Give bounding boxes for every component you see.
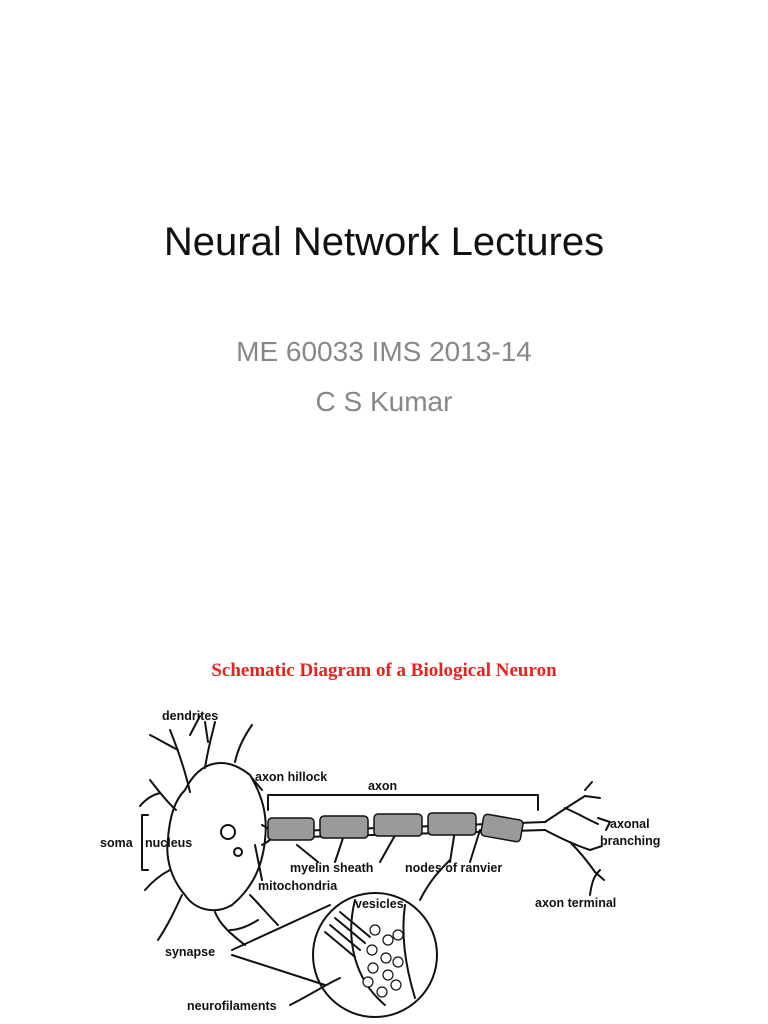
dendrite [149, 729, 191, 793]
diagram-title: Schematic Diagram of a Biological Neuron [211, 660, 557, 681]
label-mitochondria: mitochondria [258, 879, 338, 893]
label-axon-hillock: axon hillock [255, 770, 327, 784]
label-synapse: synapse [165, 945, 215, 959]
synapse-detail [312, 892, 438, 1018]
label-neurofilaments: neurofilaments [187, 999, 277, 1013]
label-branching: branching [600, 834, 660, 848]
dendrite [214, 911, 259, 946]
label-soma: soma [100, 836, 134, 850]
axonal-branching [544, 795, 599, 873]
myelin-segment [267, 817, 315, 841]
slide-title: Neural Network Lectures [163, 220, 605, 264]
course-code: ME 60033 IMS 2013-14 [236, 336, 532, 367]
myelin-segment [319, 815, 369, 839]
neurofilaments [324, 911, 371, 958]
myelin-segment [427, 812, 477, 836]
dendrite [249, 894, 279, 926]
axon-terminal [584, 781, 611, 881]
label-myelin-sheath: myelin sheath [290, 861, 373, 875]
label-dendrites: dendrites [162, 709, 218, 723]
myelin-segment [373, 813, 423, 837]
label-axon: axon [368, 779, 397, 793]
label-nucleus: nucleus [145, 836, 192, 850]
soma-body [166, 762, 267, 912]
author-name: C S Kumar [315, 386, 453, 417]
label-nodes-of-ranvier: nodes of ranvier [405, 861, 502, 875]
axon-bracket [267, 794, 539, 811]
dendrite [144, 869, 171, 891]
myelin-segment [480, 813, 524, 843]
neuron-diagram: dendrites axon hillock axon soma nucleus… [100, 709, 660, 1018]
dendrite [234, 724, 253, 763]
dendrite [139, 779, 177, 811]
label-axonal: axonal [610, 817, 650, 831]
soma-bracket [141, 814, 149, 871]
label-axon-terminal: axon terminal [535, 896, 616, 910]
dendrite [157, 894, 183, 941]
dendrite [204, 721, 216, 769]
nucleus [220, 824, 236, 840]
label-vesicles: vesicles [355, 897, 404, 911]
